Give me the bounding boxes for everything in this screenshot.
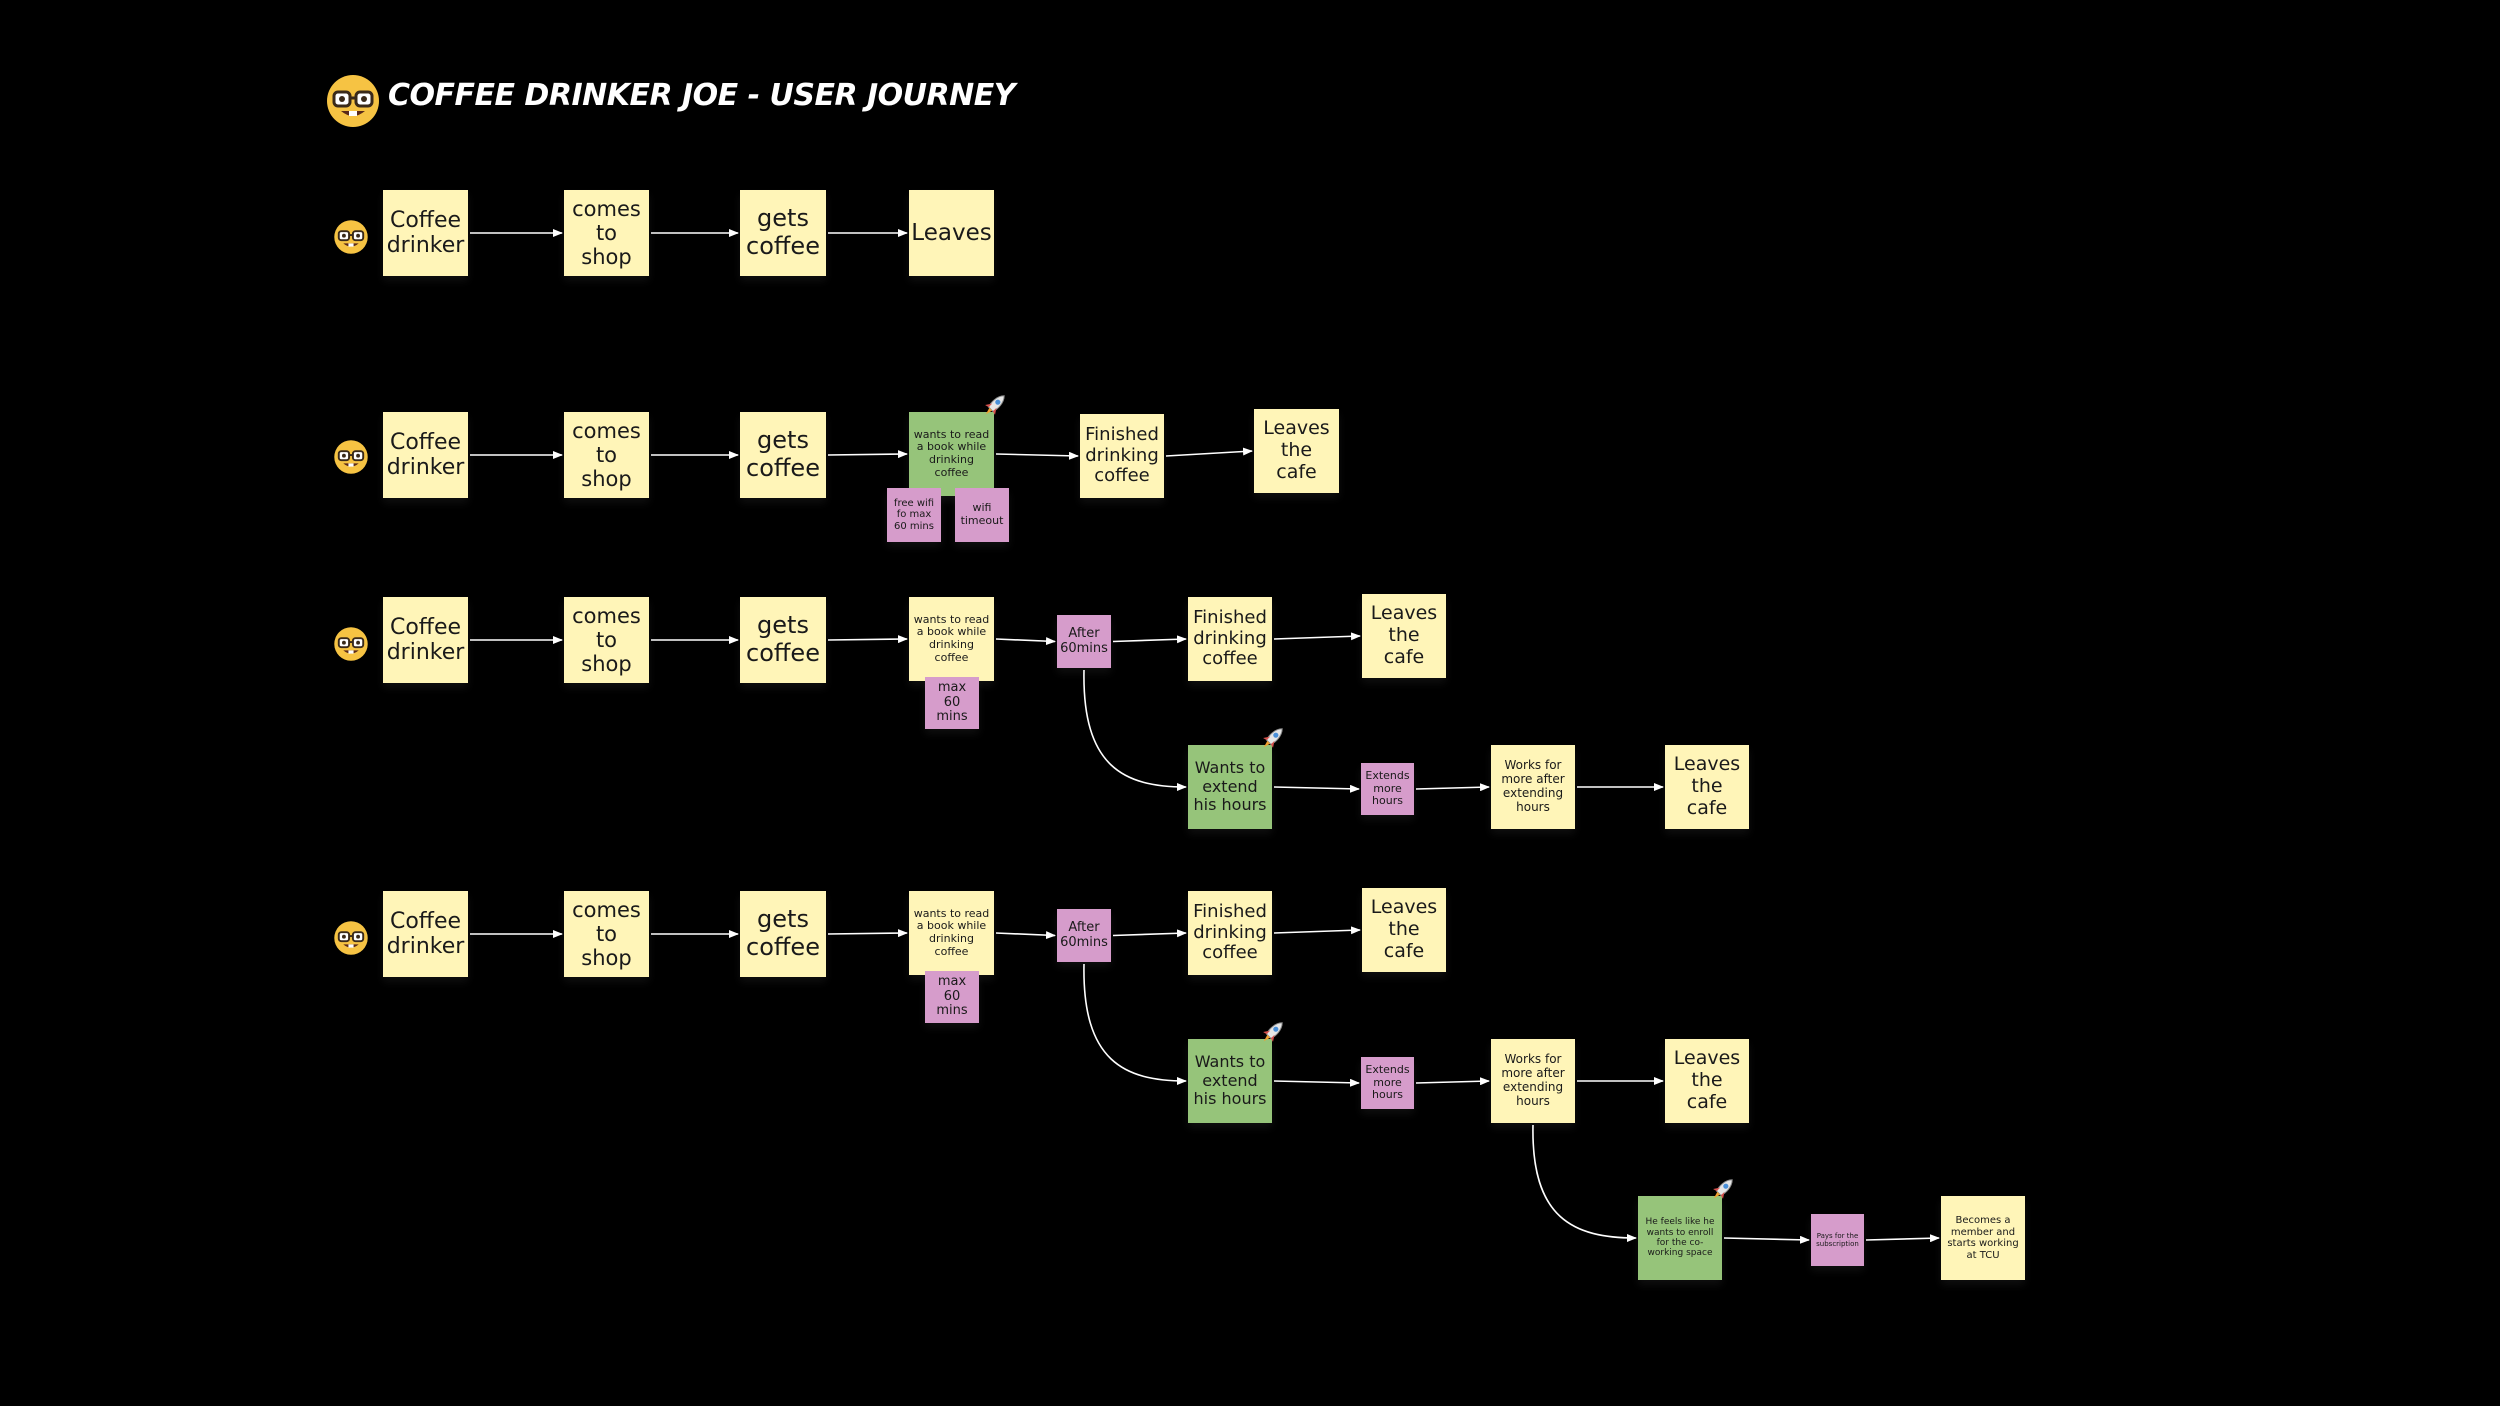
connector-arrow	[1723, 1235, 1810, 1244]
connector-arrow	[1112, 635, 1187, 644]
connector-arrow	[1273, 784, 1360, 793]
nerd-face-icon	[334, 627, 368, 661]
connector-arrow	[995, 931, 1056, 940]
rocket-icon	[1263, 728, 1283, 748]
sticky-note-j4-after-60mins[interactable]: After 60mins	[1057, 909, 1111, 962]
rocket-icon	[1713, 1179, 1733, 1199]
sticky-note-j2-comes-to-shop[interactable]: comes to shop	[564, 412, 649, 498]
sticky-note-j3-extends-more-hours[interactable]: Extends more hours	[1361, 763, 1414, 815]
connector-arrow	[827, 450, 908, 459]
sticky-note-j4-works-for-more[interactable]: Works for more after extending hours	[1491, 1039, 1575, 1123]
sticky-note-j4-finished-drinking[interactable]: Finished drinking coffee	[1188, 891, 1272, 975]
sticky-note-j2-finished-drinking[interactable]: Finished drinking coffee	[1080, 414, 1164, 498]
connector-arrow	[1083, 963, 1187, 1085]
sticky-note-j3-leaves-the-cafe[interactable]: Leaves the cafe	[1362, 594, 1446, 678]
connector-arrow	[1532, 1124, 1637, 1242]
connector-arrow	[1165, 447, 1253, 457]
sticky-note-j3-leaves-the-cafe-2[interactable]: Leaves the cafe	[1665, 745, 1749, 829]
sticky-note-j4-wants-to-extend[interactable]: Wants to extend his hours	[1188, 1039, 1272, 1123]
sticky-note-j4-comes-to-shop[interactable]: comes to shop	[564, 891, 649, 977]
connector-arrow	[995, 637, 1056, 646]
sticky-note-j4-feels-like-enroll[interactable]: He feels like he wants to enroll for the…	[1638, 1196, 1722, 1280]
sticky-note-j1-gets-coffee[interactable]: gets coffee	[740, 190, 826, 276]
sticky-note-j3-wants-to-read[interactable]: wants to read a book while drinking coff…	[909, 597, 994, 681]
nerd-face-icon	[334, 220, 368, 254]
sticky-note-j1-coffee-drinker[interactable]: Coffee drinker	[383, 190, 468, 276]
nerd-face-icon	[327, 75, 379, 127]
sticky-note-j3-works-for-more[interactable]: Works for more after extending hours	[1491, 745, 1575, 829]
sticky-note-j3-max-60-mins[interactable]: max 60 mins	[925, 677, 979, 729]
sticky-note-j1-comes-to-shop[interactable]: comes to shop	[564, 190, 649, 276]
sticky-note-j4-leaves-the-cafe[interactable]: Leaves the cafe	[1362, 888, 1446, 972]
sticky-note-j4-extends-more-hours[interactable]: Extends more hours	[1361, 1057, 1414, 1109]
nerd-face-icon	[334, 921, 368, 955]
connector-arrow	[1865, 1234, 1940, 1243]
sticky-note-j4-leaves-the-cafe-2[interactable]: Leaves the cafe	[1665, 1039, 1749, 1123]
sticky-note-j3-comes-to-shop[interactable]: comes to shop	[564, 597, 649, 683]
nerd-face-icon	[334, 440, 368, 474]
sticky-note-j4-becomes-member[interactable]: Becomes a member and starts working at T…	[1941, 1196, 2025, 1280]
connector-arrow	[1273, 632, 1361, 641]
sticky-note-j2-free-wifi[interactable]: free wifi fo max 60 mins	[887, 488, 941, 542]
sticky-note-j3-wants-to-extend[interactable]: Wants to extend his hours	[1188, 745, 1272, 829]
connector-arrow	[1415, 1077, 1490, 1086]
sticky-note-j4-coffee-drinker[interactable]: Coffee drinker	[383, 891, 468, 977]
sticky-note-j4-max-60-mins[interactable]: max 60 mins	[925, 971, 979, 1023]
sticky-note-j3-gets-coffee[interactable]: gets coffee	[740, 597, 826, 683]
connector-arrow	[1273, 1078, 1360, 1087]
sticky-note-j4-gets-coffee[interactable]: gets coffee	[740, 891, 826, 977]
sticky-note-j3-finished-drinking[interactable]: Finished drinking coffee	[1188, 597, 1272, 681]
connector-arrow	[995, 451, 1079, 460]
connector-arrow	[1415, 783, 1490, 792]
connector-arrow	[1273, 926, 1361, 935]
sticky-note-j2-wants-to-read[interactable]: wants to read a book while drinking coff…	[909, 412, 994, 496]
connector-arrow	[1083, 669, 1187, 791]
sticky-note-j2-leaves-the-cafe[interactable]: Leaves the cafe	[1254, 409, 1339, 493]
rocket-icon	[1263, 1022, 1283, 1042]
sticky-note-j4-pays-subscription[interactable]: Pays for the subscription	[1811, 1214, 1864, 1266]
sticky-note-j3-after-60mins[interactable]: After 60mins	[1057, 615, 1111, 668]
board-title: COFFEE DRINKER JOE - USER JOURNEY	[388, 78, 1015, 113]
sticky-note-j4-wants-to-read[interactable]: wants to read a book while drinking coff…	[909, 891, 994, 975]
sticky-note-j1-leaves[interactable]: Leaves	[909, 190, 994, 276]
sticky-note-j2-coffee-drinker[interactable]: Coffee drinker	[383, 412, 468, 498]
connector-arrow	[1112, 929, 1187, 938]
connector-arrow	[827, 929, 908, 938]
sticky-note-j2-gets-coffee[interactable]: gets coffee	[740, 412, 826, 498]
sticky-note-j3-coffee-drinker[interactable]: Coffee drinker	[383, 597, 468, 683]
rocket-icon	[985, 395, 1005, 415]
sticky-note-j2-wifi-timeout[interactable]: wifi timeout	[955, 488, 1009, 542]
connector-arrow	[827, 635, 908, 644]
